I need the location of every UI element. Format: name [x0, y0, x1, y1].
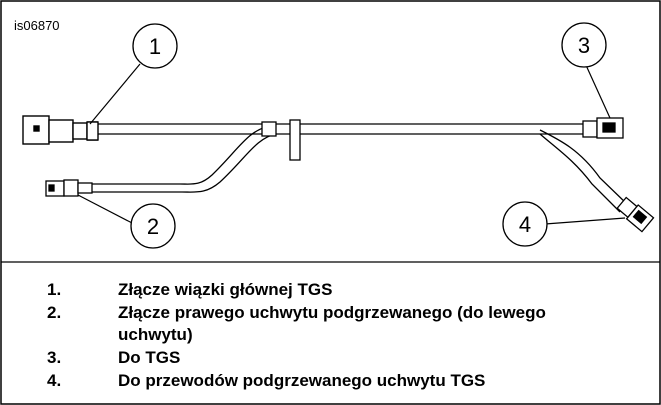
- connector-4-to-grip-wires: [616, 196, 655, 233]
- svg-text:3: 3: [578, 33, 590, 58]
- connector-3-to-tgs: [582, 117, 624, 139]
- connector-2-right-grip: [45, 179, 93, 197]
- legend-text: Do przewodów podgrzewanego uchwytu TGS: [118, 371, 486, 390]
- legend-text: Do TGS: [118, 348, 181, 367]
- legend-text-continued: uchwytu): [118, 325, 193, 344]
- svg-text:1: 1: [149, 34, 161, 59]
- legend-number: 4.: [47, 371, 62, 390]
- callout-2: 2: [130, 203, 176, 249]
- left-branch-wire: [92, 125, 277, 193]
- legend-text: Złącze wiązki głównej TGS: [118, 280, 333, 299]
- callout-3: 3: [561, 22, 607, 68]
- legend-number: 2.: [47, 303, 62, 322]
- leader-lines: [77, 62, 626, 225]
- callout-1: 1: [132, 23, 178, 69]
- figure-id-label: is06870: [14, 18, 60, 33]
- legend-number: 1.: [47, 280, 62, 299]
- main-harness: [98, 123, 629, 213]
- harness-clip: [261, 119, 301, 161]
- legend-number: 3.: [47, 348, 62, 367]
- svg-text:2: 2: [147, 214, 159, 239]
- legend-text: Złącze prawego uchwytu podgrzewanego (do…: [118, 303, 546, 322]
- svg-text:4: 4: [519, 212, 531, 237]
- connector-1-main-harness: [22, 115, 99, 145]
- callout-4: 4: [502, 201, 548, 247]
